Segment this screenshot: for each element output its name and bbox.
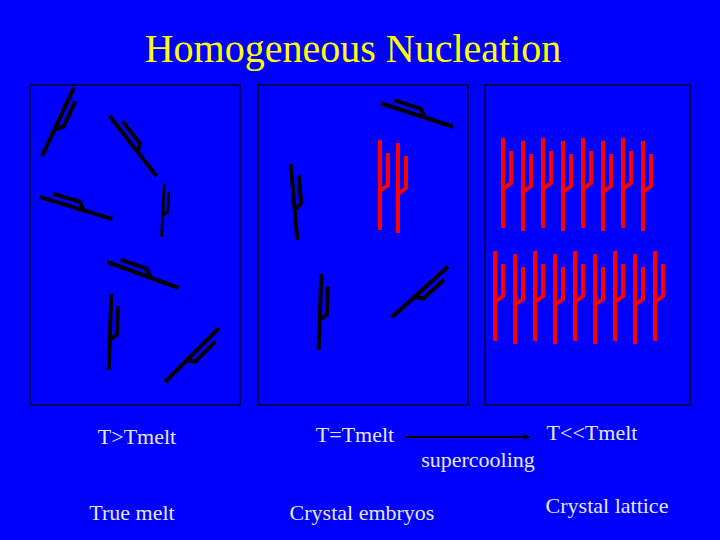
crystal-lattice-molecules bbox=[495, 138, 663, 344]
lattice-molecule bbox=[563, 141, 571, 231]
molecule bbox=[291, 164, 305, 240]
molecule bbox=[109, 294, 119, 370]
molecule bbox=[107, 255, 181, 288]
lattice-molecule bbox=[655, 251, 663, 341]
lattice-molecule bbox=[623, 138, 631, 228]
supercooling-arrow bbox=[405, 436, 530, 438]
embryo-panel bbox=[258, 85, 468, 405]
process-label: supercooling bbox=[421, 447, 535, 472]
molecule bbox=[381, 97, 455, 127]
melt-molecules bbox=[40, 88, 224, 387]
state-label: Crystal embryos bbox=[290, 500, 435, 525]
lattice-molecule bbox=[535, 251, 543, 341]
state-label: Crystal lattice bbox=[546, 493, 669, 518]
molecule bbox=[165, 328, 224, 387]
lattice-molecule bbox=[615, 251, 623, 341]
lattice-molecule bbox=[583, 138, 591, 228]
lattice-molecule bbox=[495, 251, 503, 341]
temperature-label: T<<Tmelt bbox=[547, 420, 638, 445]
lattice-molecule bbox=[643, 141, 651, 231]
crystal-embryo-molecule bbox=[380, 140, 388, 230]
lattice-molecule bbox=[635, 254, 643, 344]
molecule bbox=[319, 274, 329, 350]
lattice-molecule bbox=[603, 141, 611, 231]
state-label: True melt bbox=[89, 500, 174, 525]
molecule bbox=[40, 190, 115, 219]
lattice-molecule bbox=[555, 254, 563, 344]
lattice-molecule bbox=[575, 251, 583, 341]
molecule bbox=[110, 112, 162, 176]
crystal-embryo-molecule bbox=[398, 143, 406, 233]
lattice-molecule bbox=[523, 141, 531, 231]
molecule bbox=[392, 267, 453, 323]
lattice-panel bbox=[485, 85, 690, 405]
melt-panel bbox=[30, 85, 240, 405]
lattice-molecule bbox=[595, 254, 603, 344]
temperature-label: T=Tmelt bbox=[316, 422, 394, 447]
lattice-molecule bbox=[503, 138, 511, 228]
embryo-molecules bbox=[291, 97, 456, 351]
lattice-molecule bbox=[543, 138, 551, 228]
slide-title: Homogeneous Nucleation bbox=[145, 26, 562, 72]
molecule bbox=[42, 88, 80, 160]
molecule bbox=[162, 183, 170, 236]
lattice-molecule bbox=[515, 254, 523, 344]
temperature-label: T>Tmelt bbox=[98, 424, 176, 449]
